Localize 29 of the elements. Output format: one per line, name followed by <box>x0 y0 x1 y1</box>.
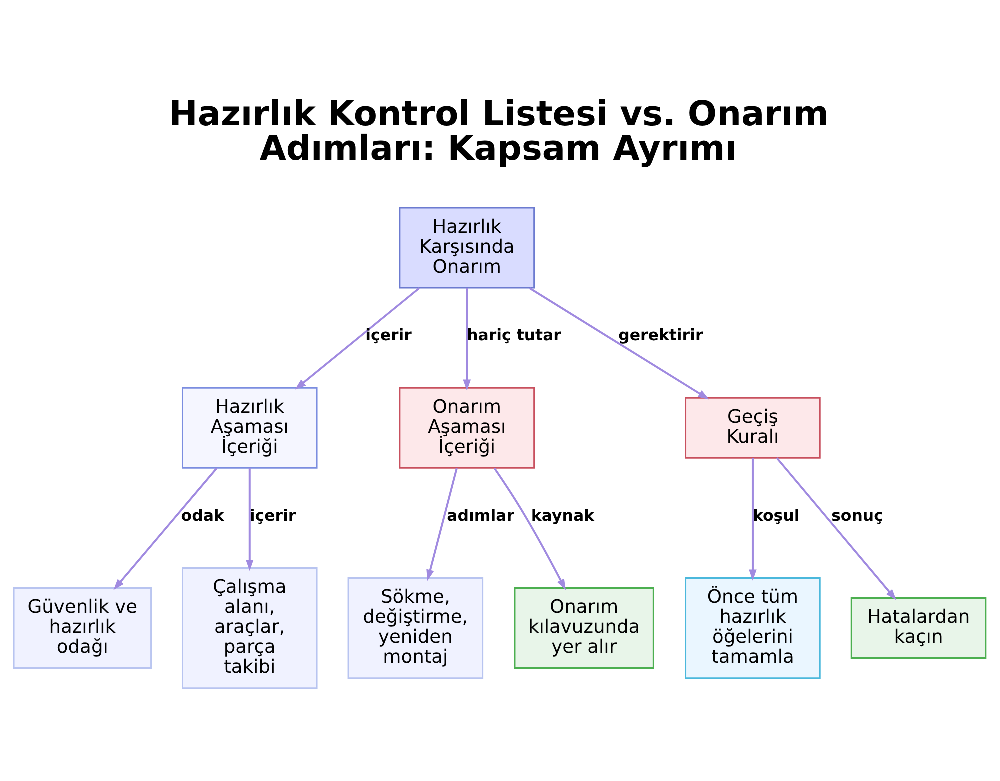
arrow <box>749 458 757 580</box>
node-box: Onarım Aşaması İçeriği <box>399 386 536 468</box>
edge-label: odak <box>181 505 224 524</box>
node-box: Onarım kılavuzunda yer alır <box>514 587 654 668</box>
arrow <box>463 288 472 390</box>
diagram-title: Hazırlık Kontrol Listesi vs. Onarım Adımları: Kapsam Ayrımı <box>169 94 830 168</box>
arrow <box>114 467 218 590</box>
node-box: Hazırlık Karşısında Onarım <box>399 206 536 288</box>
node-box: Sökme, değiştirme, yeniden montaj <box>348 577 484 678</box>
edge-label: koşul <box>752 505 800 524</box>
edge-label: kaynak <box>531 505 595 524</box>
arrow <box>295 287 420 390</box>
node-box: Geçiş Kuralı <box>685 396 821 458</box>
node-box: Güvenlik ve hazırlık odağı <box>13 587 152 668</box>
edge-label: içerir <box>250 505 296 524</box>
arrow <box>426 468 458 581</box>
edge-label: gerektirir <box>618 325 704 344</box>
node-box: Hazırlık Aşaması İçeriği <box>182 386 318 468</box>
arrow <box>776 457 897 600</box>
edge-label: hariç tutar <box>467 325 562 344</box>
edge-label: içerir <box>366 325 412 344</box>
edge-label: adımlar <box>447 505 514 524</box>
arrow <box>494 467 566 590</box>
edge-label: sonuç <box>832 505 884 524</box>
node-box: Önce tüm hazırlık öğelerini tamamla <box>685 577 821 678</box>
node-box: Hatalardan kaçın <box>850 597 987 658</box>
node-box: Çalışma alanı, araçlar, parça takibi <box>182 567 318 688</box>
arrow <box>246 468 254 571</box>
arrow <box>529 287 710 400</box>
